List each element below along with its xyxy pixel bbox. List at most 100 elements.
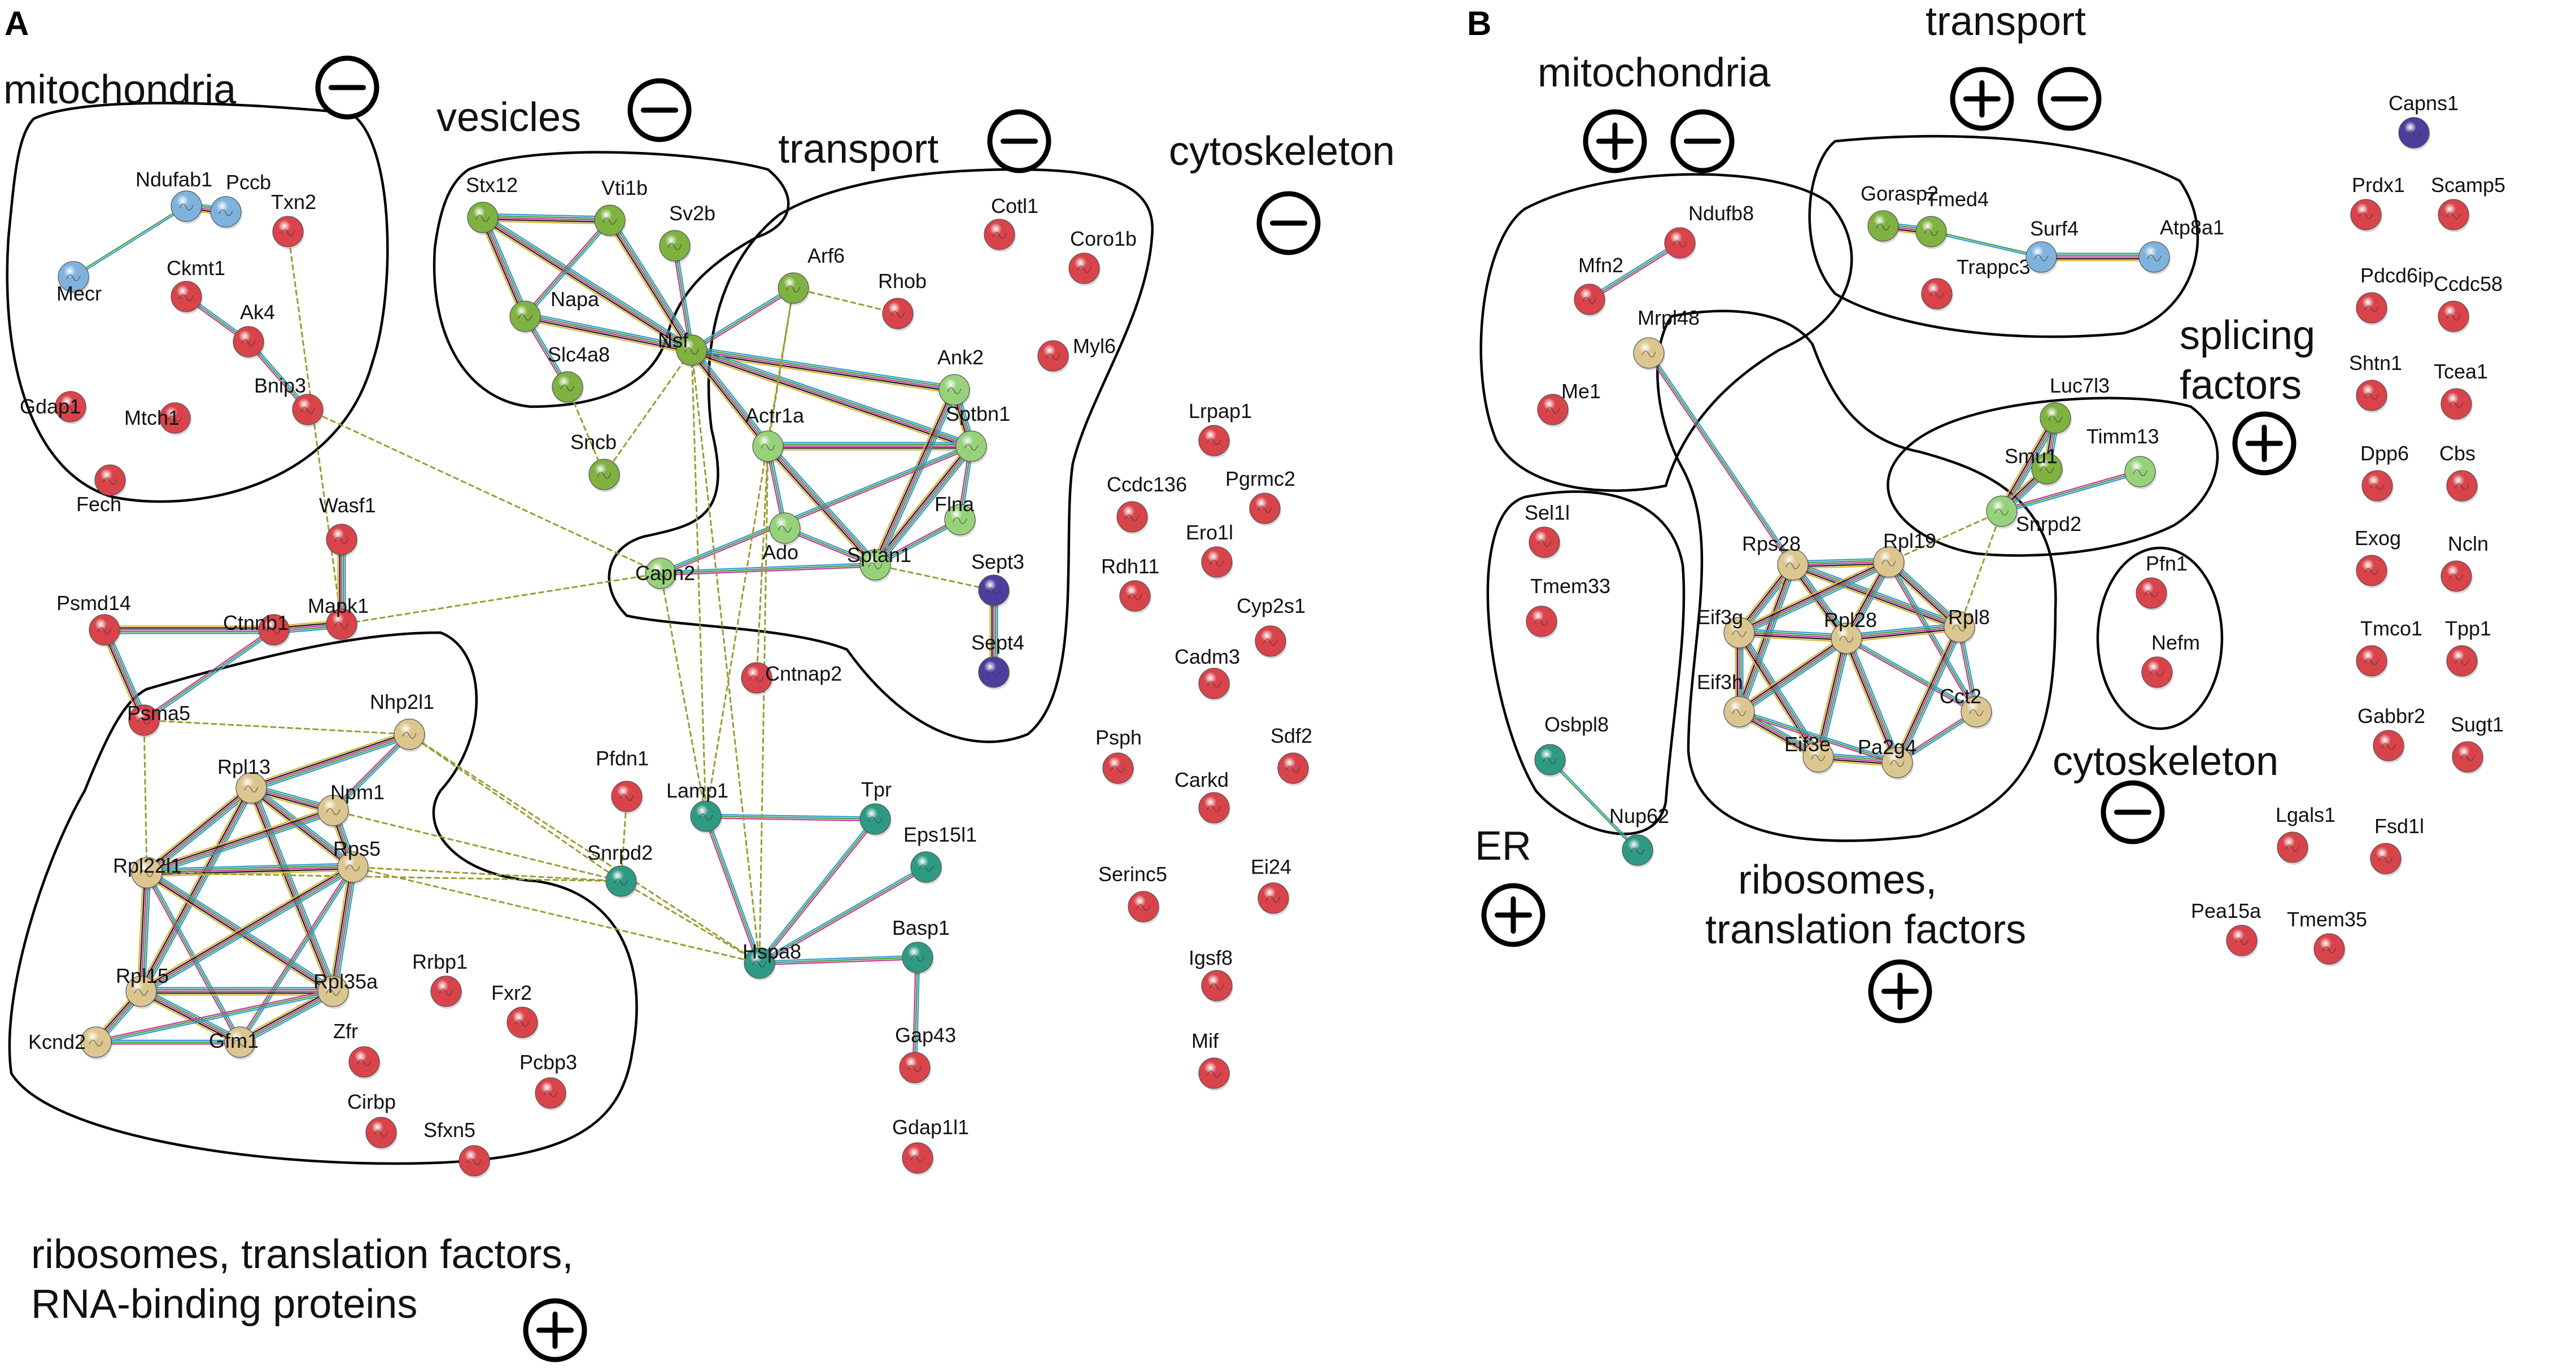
- node-structure-glyph: [1839, 635, 1854, 643]
- node-a-psma5: Psma5: [127, 702, 190, 738]
- interaction-edge: [690, 286, 793, 350]
- interaction-edge: [482, 216, 611, 221]
- node-ball: [1534, 744, 1566, 776]
- node-structure-glyph: [1630, 847, 1645, 855]
- node-structure-glyph: [1537, 539, 1552, 547]
- node-label: Sptbn1: [946, 402, 1010, 425]
- node-structure-glyph: [2234, 938, 2249, 945]
- interaction-edge: [1740, 564, 1796, 713]
- interaction-edge: [1739, 639, 1849, 714]
- node-a-bnip3: Bnip3: [254, 374, 324, 427]
- node-a-gdap1: Gdap1: [20, 391, 87, 424]
- interaction-edge: [1739, 628, 1848, 635]
- node-ball: [552, 371, 583, 403]
- node-label: Cyp2s1: [1237, 594, 1306, 617]
- interaction-edge: [148, 790, 255, 877]
- node-label: Nsf: [658, 329, 689, 352]
- node-b-tmco1: Tmco1: [2356, 617, 2422, 678]
- hull-a-ribosomes: [8, 631, 638, 1165]
- node-ball: [2141, 656, 2173, 688]
- node-a-npm1: Npm1: [317, 781, 385, 828]
- node-a-rpl13: Rpl13: [217, 755, 270, 805]
- interaction-edge: [1999, 416, 2055, 511]
- interaction-edge: [2001, 471, 2141, 512]
- interaction-edge: [875, 520, 962, 568]
- interaction-edge: [566, 386, 605, 476]
- interaction-edge: [1549, 758, 1639, 851]
- node-structure-glyph: [2446, 212, 2461, 219]
- node-b-snrpd2: Snrpd2: [1986, 495, 2081, 535]
- node-structure-glyph: [326, 988, 340, 996]
- node-label: Slc4a8: [548, 343, 610, 366]
- interaction-edge: [1897, 712, 1978, 765]
- node-a-basp1: Basp1: [892, 916, 950, 975]
- interaction-edge: [691, 349, 707, 817]
- node-ball: [1986, 495, 2018, 527]
- node-structure-glyph: [1673, 240, 1687, 247]
- interaction-edge: [1648, 352, 1794, 566]
- node-structure-glyph: [910, 955, 925, 962]
- interaction-edge: [251, 737, 412, 792]
- node-structure-glyph: [2144, 590, 2159, 598]
- interaction-edge: [1590, 243, 1682, 302]
- interaction-edge: [484, 214, 695, 348]
- node-a-mif: Mif: [1191, 1029, 1230, 1091]
- node-label: Snrpd2: [2016, 512, 2081, 535]
- node-structure-glyph: [614, 878, 628, 886]
- interaction-edge: [103, 629, 145, 721]
- category-a-ribosomes-line1: ribosomes, translation factors,: [31, 1232, 573, 1277]
- node-a-pccb: Pccb: [210, 171, 271, 229]
- node-b-smu1: Smu1: [2005, 445, 2063, 486]
- interaction-edge: [524, 219, 611, 317]
- node-a-ndufab1: Ndufab1: [136, 168, 212, 224]
- category-b-ribosomes: ribosomes, translation factors: [1705, 857, 2026, 952]
- node-a-rdh11: Rdh11: [1101, 555, 1159, 613]
- node-a-coro1b: Coro1b: [1068, 227, 1137, 286]
- node-ball: [459, 1145, 490, 1177]
- interaction-edge: [659, 443, 971, 573]
- node-a-cadm3: Cadm3: [1175, 645, 1240, 701]
- node-ball: [128, 704, 160, 736]
- node-ball: [1201, 970, 1233, 1001]
- node-ball: [955, 430, 987, 462]
- node-structure-glyph: [2378, 856, 2393, 863]
- node-a-ank2: Ank2: [937, 346, 984, 407]
- node-label: Cbs: [2439, 442, 2475, 465]
- interaction-edge: [1896, 709, 1976, 762]
- node-label: Ero1l: [1186, 521, 1233, 544]
- interaction-edge: [1845, 626, 1961, 639]
- interaction-edge: [142, 788, 254, 993]
- node-a-eps15l1: Eps15l1: [903, 823, 977, 885]
- node-ball: [778, 272, 809, 304]
- interaction-edge: [691, 347, 973, 446]
- node-structure-glyph: [326, 808, 340, 815]
- interaction-edge: [95, 990, 334, 1043]
- node-a-rpl15: Rpl15: [116, 964, 169, 1009]
- node-structure-glyph: [543, 1090, 558, 1097]
- interaction-edge: [144, 630, 276, 722]
- interaction-edge: [1888, 510, 2003, 563]
- node-a-sptan1: Sptan1: [847, 543, 911, 582]
- interaction-edge: [703, 816, 759, 965]
- interaction-edge: [1849, 636, 1902, 762]
- category-b-ribosomes-line1: ribosomes,: [1738, 857, 1937, 903]
- interaction-edge: [238, 988, 333, 1042]
- node-a-lamp1: Lamp1: [666, 779, 728, 834]
- interaction-edge: [332, 866, 354, 992]
- node-a-actr1a: Actr1a: [745, 404, 805, 464]
- node-ball: [978, 656, 1010, 688]
- node-b-gorasp2: Gorasp2: [1861, 182, 1938, 243]
- node-label: Arf6: [807, 244, 845, 267]
- node-a-sptbn1: Sptbn1: [946, 402, 1010, 464]
- interaction-edge: [674, 245, 693, 351]
- interaction-edge: [142, 869, 356, 995]
- cluster-outlines-b: [1479, 134, 2224, 842]
- node-ball: [394, 718, 425, 750]
- interaction-edge: [691, 347, 955, 389]
- node-a-psph: Psph: [1095, 726, 1142, 786]
- interaction-edge: [1737, 712, 1898, 765]
- interaction-edge: [1737, 559, 1889, 632]
- node-label: Ckmt1: [167, 256, 225, 280]
- node-ball: [744, 947, 775, 979]
